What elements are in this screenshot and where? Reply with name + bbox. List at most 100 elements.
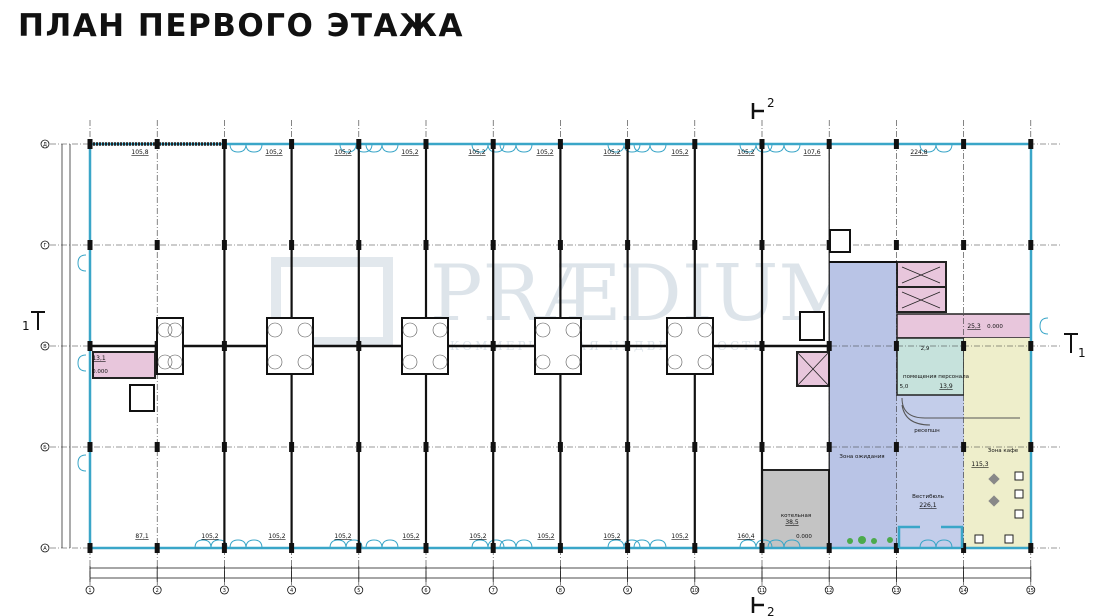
door-swing bbox=[667, 322, 683, 338]
entrance-door bbox=[77, 454, 87, 472]
structural-column bbox=[289, 543, 295, 553]
room-area-label: 105,2 bbox=[671, 149, 688, 156]
vestibule-zone bbox=[897, 395, 964, 548]
sanitary-core bbox=[156, 317, 184, 375]
axis-label-row: Б bbox=[43, 445, 47, 451]
entrance-door bbox=[739, 143, 773, 153]
structural-column bbox=[154, 240, 160, 250]
entrance-door bbox=[607, 143, 641, 153]
structural-column bbox=[87, 139, 93, 149]
cafe-tables bbox=[974, 471, 1024, 544]
axis-bubble bbox=[421, 585, 431, 595]
structural-column bbox=[490, 442, 496, 452]
structural-column bbox=[893, 341, 899, 351]
door-swing bbox=[432, 322, 448, 338]
structural-column bbox=[423, 240, 429, 250]
axis-label-row: В bbox=[43, 344, 47, 350]
door-swing bbox=[267, 322, 283, 338]
entrance-door bbox=[499, 539, 533, 549]
sanitary-core bbox=[401, 317, 449, 375]
axis-bubble bbox=[85, 585, 95, 595]
waiting-label: Зона ожидания bbox=[839, 454, 884, 460]
structural-column bbox=[692, 240, 698, 250]
structural-column bbox=[759, 442, 765, 452]
structural-column bbox=[557, 139, 563, 149]
axis-bubble bbox=[219, 585, 229, 595]
boiler-level: 0.000 bbox=[796, 534, 812, 540]
entrance-door bbox=[194, 539, 228, 549]
room-area-label: 107,6 bbox=[803, 149, 820, 156]
staff-small-area-1: 2,9 bbox=[921, 346, 930, 352]
structural-column bbox=[154, 442, 160, 452]
sanitary-core bbox=[666, 317, 714, 375]
axis-bubble bbox=[40, 139, 50, 149]
sanitary-core bbox=[799, 311, 825, 341]
structural-column bbox=[87, 543, 93, 553]
room-area-label: 105,2 bbox=[671, 533, 688, 540]
boiler-room bbox=[761, 469, 830, 549]
sanitary-core bbox=[534, 317, 582, 375]
structural-column bbox=[356, 543, 362, 553]
door-swing bbox=[402, 354, 418, 370]
waiting-zone bbox=[829, 262, 897, 548]
axis-label-col: 7 bbox=[492, 588, 495, 594]
structural-column bbox=[221, 341, 227, 351]
structural-column bbox=[759, 240, 765, 250]
axis-label-row: А bbox=[43, 546, 47, 552]
structural-column bbox=[692, 139, 698, 149]
axis-bubble bbox=[690, 585, 700, 595]
entrance-door bbox=[919, 143, 953, 153]
plants bbox=[847, 536, 893, 544]
entrance-door bbox=[471, 539, 505, 549]
axis-bubble bbox=[1026, 585, 1036, 595]
axis-label-col: 1 bbox=[88, 588, 91, 594]
door-swing bbox=[267, 354, 283, 370]
entrance-door bbox=[607, 539, 641, 549]
door-swing bbox=[535, 354, 551, 370]
structural-column bbox=[221, 139, 227, 149]
staff-small-area-2: 5,0 bbox=[900, 384, 909, 390]
reception-label: ресепшн bbox=[914, 428, 940, 434]
stair-left-area: 13,1 bbox=[92, 355, 106, 362]
door-swing bbox=[565, 322, 581, 338]
axis-label-col: 3 bbox=[223, 588, 226, 594]
door-swing bbox=[697, 354, 713, 370]
structural-column bbox=[759, 341, 765, 351]
section-mark-2-bottom: 2 bbox=[751, 597, 775, 616]
sanitary-core bbox=[266, 317, 314, 375]
staff-area: 13,9 bbox=[939, 383, 953, 390]
room-area-label: 87,1 bbox=[135, 533, 149, 540]
reception-desk bbox=[901, 397, 1020, 426]
structural-column bbox=[356, 341, 362, 351]
door-swing bbox=[697, 322, 713, 338]
structural-column bbox=[1028, 341, 1034, 351]
door-swing bbox=[402, 322, 418, 338]
structural-column bbox=[490, 341, 496, 351]
room-area-label: 105,2 bbox=[201, 533, 218, 540]
structural-column bbox=[356, 240, 362, 250]
entrance-door bbox=[633, 143, 667, 153]
structural-column bbox=[221, 543, 227, 553]
room-area-label: 105,2 bbox=[536, 149, 553, 156]
axis-bubble bbox=[40, 543, 50, 553]
room-area-label: 160,4 bbox=[737, 533, 754, 540]
structural-column bbox=[490, 240, 496, 250]
axis-label-col: 11 bbox=[759, 588, 765, 594]
entrance-door bbox=[77, 354, 87, 372]
axis-bubble bbox=[623, 585, 632, 595]
axis-label-col: 2 bbox=[156, 588, 159, 594]
axis-bubble bbox=[40, 442, 50, 452]
room-area-label: 105,8 bbox=[131, 149, 148, 156]
stair-left bbox=[92, 351, 156, 379]
structural-column bbox=[893, 240, 899, 250]
axis-label-col: 6 bbox=[424, 588, 427, 594]
structural-column bbox=[154, 139, 160, 149]
structural-column bbox=[1028, 442, 1034, 452]
vestibule-name: Вестибюль bbox=[912, 494, 944, 500]
structural-column bbox=[289, 442, 295, 452]
structural-column bbox=[625, 442, 631, 452]
section-mark-label: 1 bbox=[22, 319, 30, 333]
axis-bubble bbox=[354, 585, 364, 595]
